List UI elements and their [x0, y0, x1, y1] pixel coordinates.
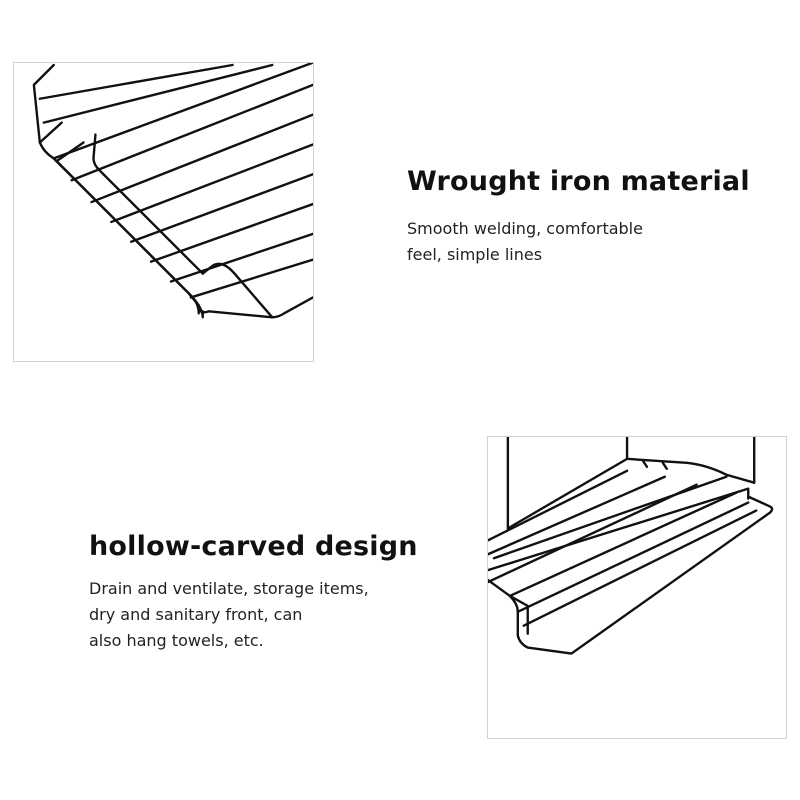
rack-frame-wire — [187, 292, 313, 319]
rack-frame-wire — [625, 457, 756, 484]
rack-rod — [506, 457, 629, 530]
rack-rod — [70, 83, 313, 182]
rack-rod — [189, 258, 313, 299]
towel-bar — [488, 487, 750, 572]
rack-frame-wire — [488, 495, 774, 655]
rack-rod — [516, 501, 750, 614]
product-photo-wire-shelf — [487, 436, 787, 739]
rack-rod — [90, 113, 313, 204]
towel-bar — [492, 475, 728, 560]
feature-title-design: hollow-carved design — [89, 531, 418, 562]
rack-rod — [149, 202, 313, 263]
feature-description-design: Drain and ventilate, storage items, dry … — [89, 576, 409, 654]
wire-shelf-illustration — [488, 437, 774, 655]
rack-rod — [38, 63, 234, 100]
rack-rod — [488, 475, 667, 556]
rack-rod — [56, 141, 85, 162]
rack-rod — [130, 173, 313, 243]
rack-rod — [52, 63, 313, 160]
rack-rod — [661, 461, 668, 470]
rack-rod — [508, 491, 738, 598]
wire-rack-corner-illustration — [32, 63, 313, 319]
rack-rod — [522, 509, 758, 627]
rack-rod — [110, 143, 313, 224]
rack-rod — [38, 121, 63, 144]
rack-frame-wire — [52, 157, 204, 319]
rack-rod — [488, 469, 629, 542]
description-line: feel, simple lines — [407, 245, 543, 264]
rack-frame-wire — [32, 63, 200, 315]
description-line: Drain and ventilate, storage items, — [89, 579, 369, 598]
feature-description-material: Smooth welding, comfortable feel, simple… — [407, 216, 707, 268]
rack-rod — [641, 459, 649, 469]
description-line: dry and sanitary front, can — [89, 605, 303, 624]
rack-rod — [42, 63, 274, 124]
rack-rod — [488, 483, 698, 584]
rack-rod — [169, 232, 313, 283]
feature-title-material: Wrought iron material — [407, 166, 750, 197]
description-line: Smooth welding, comfortable — [407, 219, 643, 238]
product-photo-rack-corner — [13, 62, 314, 362]
description-line: also hang towels, etc. — [89, 631, 264, 650]
